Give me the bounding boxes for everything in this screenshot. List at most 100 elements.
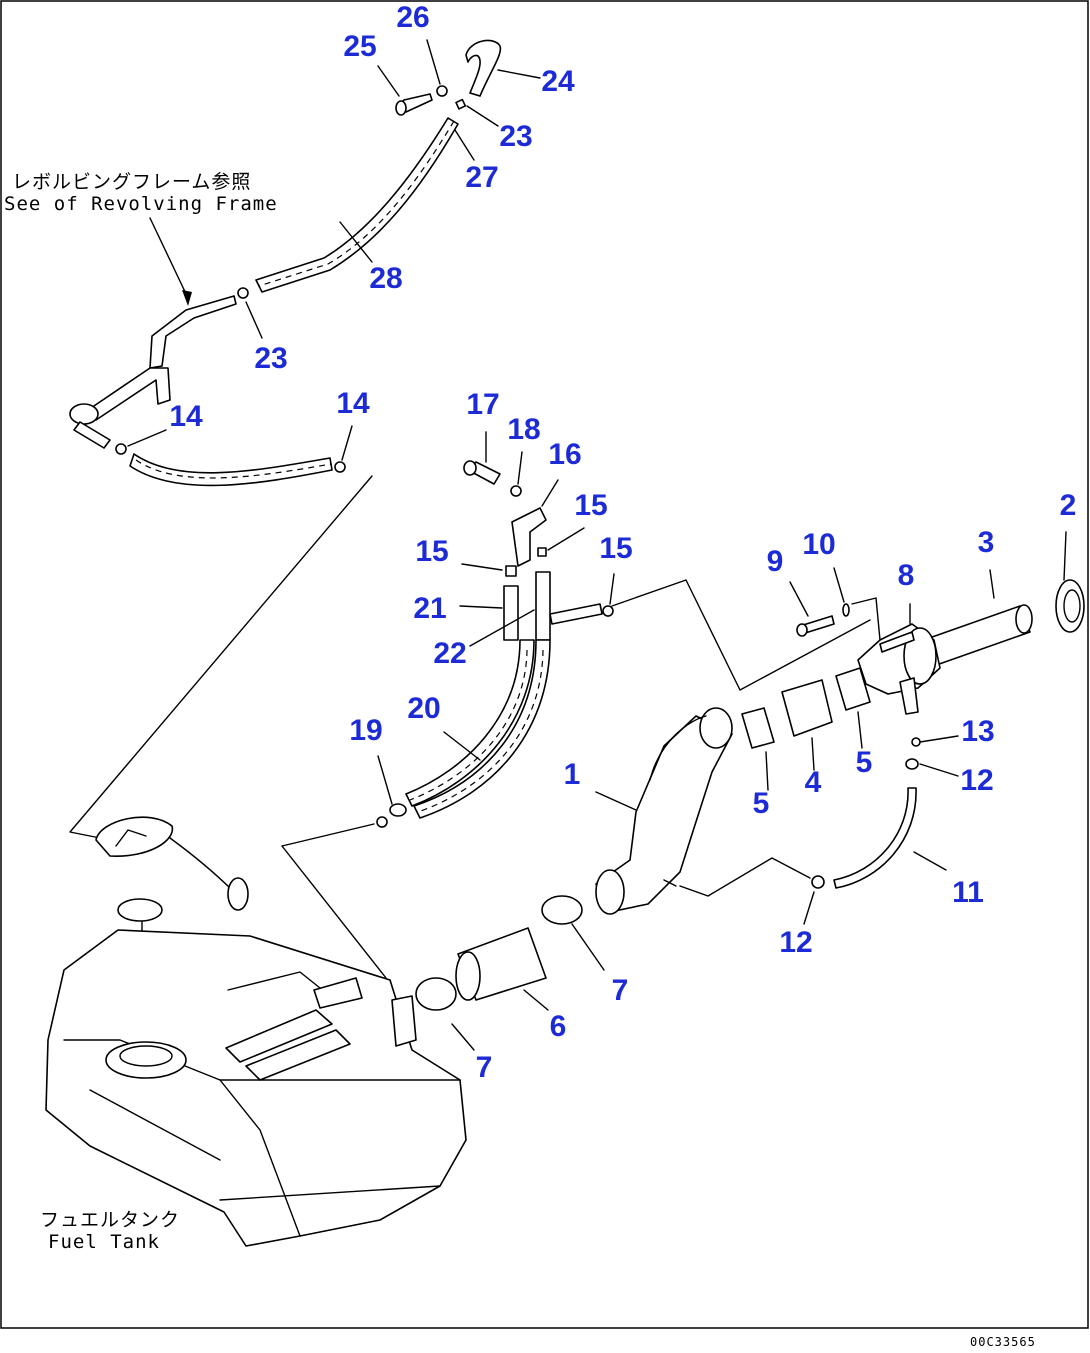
frame-pipe-shape (149, 295, 237, 369)
spacer-23-upper-shape (455, 98, 467, 110)
leader-28 (339, 221, 373, 263)
tank-body-shape (45, 929, 467, 1247)
note-fuel-tank-jp: フュエルタンク (40, 1209, 180, 1231)
callout-c20: 20 (407, 692, 440, 725)
leader-14a (127, 429, 167, 447)
drawing-code: 00C33565 (970, 1335, 1036, 1349)
leader-25 (377, 65, 400, 97)
callout-c26: 26 (396, 1, 429, 34)
frame-pipe-end (69, 403, 99, 425)
clip-13-shape (911, 737, 921, 747)
tank-breather-outlet (313, 977, 363, 1009)
clamp-7a-shape (541, 895, 583, 925)
leader-15b (461, 563, 503, 571)
leader-16 (541, 479, 559, 507)
leader-26 (426, 39, 441, 85)
pipe-1-shape (595, 715, 733, 913)
callout-c7b: 7 (476, 1051, 493, 1084)
clip-15b-shape (505, 565, 517, 577)
sender-unit-detail (115, 829, 147, 847)
callout-c10: 10 (802, 528, 835, 561)
leader-9 (789, 581, 809, 617)
frame-pipe-stub (73, 421, 111, 449)
bolt-25-head (395, 100, 407, 116)
hose-28-shape (255, 117, 459, 293)
callout-c18: 18 (507, 413, 540, 446)
callout-c15a: 15 (574, 489, 607, 522)
callout-c6: 6 (550, 1010, 567, 1043)
callout-c2: 2 (1060, 489, 1077, 522)
leader-11 (913, 851, 947, 871)
leader-2 (1063, 531, 1067, 581)
filler-neck-assembly (415, 531, 1085, 1051)
clamp-24-shape (465, 39, 502, 97)
hose-11-shape (833, 787, 917, 889)
bolt-9-head (796, 623, 808, 637)
clamp-24-edge (469, 92, 481, 97)
spacer-23-lower-shape (237, 287, 249, 299)
leader-23a (466, 105, 499, 127)
note-arrow-line (149, 217, 189, 299)
callout-c4: 4 (805, 766, 822, 799)
hose-28-hatch (258, 120, 455, 287)
washer-18-shape (510, 485, 522, 497)
leader-1 (595, 791, 637, 811)
tank-top-plate (227, 971, 321, 991)
callout-c14b: 14 (336, 387, 370, 420)
hose-14-hatch (135, 459, 332, 479)
clip-12b-shape (811, 875, 825, 889)
leader-12a (919, 763, 959, 777)
leader-20 (443, 731, 481, 761)
hose-20-hatch-a (409, 649, 528, 801)
leader-24 (497, 69, 541, 79)
hose-15-connector (549, 603, 603, 625)
hose-20-inner (405, 639, 535, 807)
note-fuel-tank-en: Fuel Tank (48, 1231, 160, 1253)
leader-15c (609, 573, 615, 605)
tank-sender-port-inner (119, 1045, 173, 1067)
leader-7a (571, 923, 605, 971)
washer-10-shape (842, 603, 850, 617)
callout-c23b: 23 (254, 342, 287, 375)
leader-7b (451, 1023, 475, 1051)
return-pipe-upper (237, 39, 541, 339)
tank-panel-b (245, 1029, 351, 1081)
clamp-19-shape (389, 803, 407, 817)
clamp-19b-shape (376, 816, 388, 828)
note-revolving-frame-jp: レボルビングフレーム参照 (12, 171, 251, 193)
clamp-5a-shape (741, 707, 775, 749)
tank-filler-port (391, 995, 417, 1047)
bolt-8-shape (879, 631, 915, 653)
strainer-3-rim (1015, 604, 1033, 634)
callout-c5b: 5 (856, 746, 873, 779)
leader-10 (833, 567, 845, 603)
clip-15a-shape (537, 547, 547, 557)
callout-c7a: 7 (612, 974, 629, 1007)
callout-c22: 22 (433, 637, 466, 670)
spacer-14b-shape (334, 461, 346, 473)
callout-c14a: 14 (169, 400, 203, 433)
leader-23b (245, 301, 263, 339)
callout-c5a: 5 (753, 787, 770, 820)
pipe-1-bottom-mouth (595, 869, 625, 915)
pipe-1-top-mouth (699, 707, 733, 749)
leader-5b (857, 711, 863, 749)
leader-14b (341, 425, 353, 461)
cap-2-inner (1063, 589, 1081, 623)
breather-assembly (376, 431, 615, 828)
clip-12a-shape (905, 758, 919, 770)
bolt-17-head (463, 460, 477, 476)
leader-13 (919, 735, 959, 743)
hose-4-shape (781, 679, 833, 737)
hose-6-end (455, 951, 481, 1001)
leader-18 (517, 451, 523, 485)
clamp-5b-shape (835, 667, 871, 711)
filler-neck-8-mouth (903, 627, 937, 685)
tank-side-edge (89, 1089, 221, 1161)
hose-14-shape (129, 453, 333, 487)
callout-c24: 24 (541, 65, 575, 98)
callout-c19: 19 (349, 714, 382, 747)
